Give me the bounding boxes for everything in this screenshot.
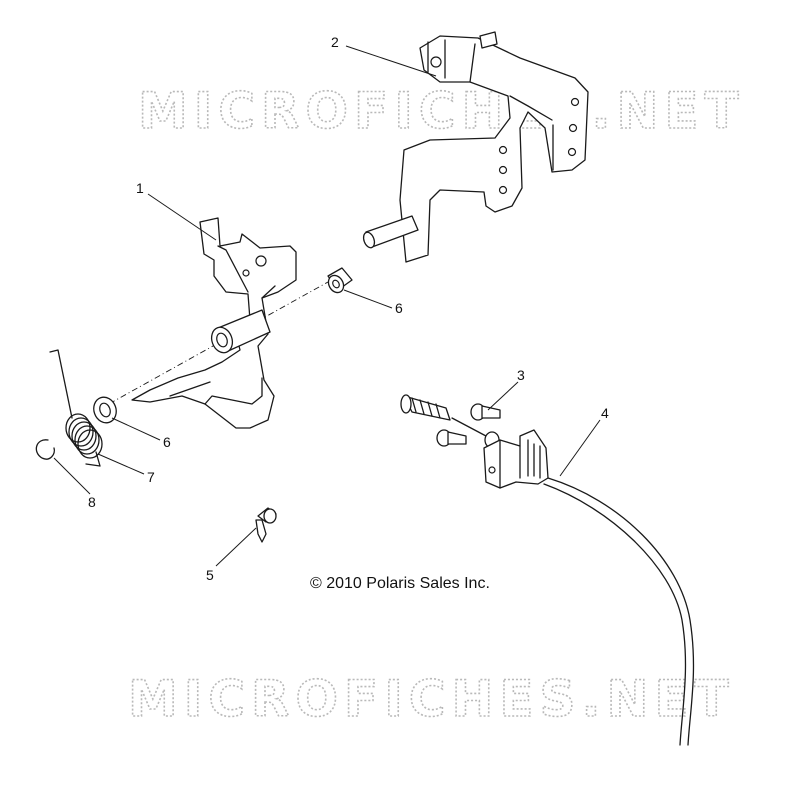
bushing-lower — [93, 396, 117, 424]
callout-5: 5 — [206, 567, 214, 583]
cable-assembly — [400, 394, 695, 746]
copyright-notice: © 2010 Polaris Sales Inc. — [310, 575, 490, 592]
watermark-top: MICROFICHES.NET — [138, 82, 745, 140]
leader-3 — [487, 381, 519, 411]
pedal-lever — [131, 217, 297, 429]
bushing-upper — [327, 267, 353, 294]
e-clip — [35, 439, 56, 460]
callout-6b: 6 — [163, 434, 171, 450]
leader-4 — [559, 419, 601, 477]
callout-4: 4 — [601, 405, 609, 421]
leader-6b — [111, 417, 161, 441]
callout-1: 1 — [136, 180, 144, 196]
torsion-spring — [49, 349, 103, 467]
mounting-bracket — [362, 31, 589, 263]
axis-line — [97, 281, 329, 411]
callout-6a: 6 — [395, 300, 403, 316]
callout-8: 8 — [88, 494, 96, 510]
leader-8 — [53, 457, 91, 495]
bolt-lower — [436, 429, 467, 447]
callout-2: 2 — [331, 34, 339, 50]
watermark-bottom: MICROFICHES.NET — [128, 670, 735, 728]
callout-3: 3 — [517, 367, 525, 383]
leader-7 — [97, 453, 145, 475]
pin — [255, 507, 277, 543]
callout-7: 7 — [147, 469, 155, 485]
leader-5 — [215, 527, 257, 567]
leader-2 — [345, 45, 437, 77]
leader-6a — [343, 289, 393, 309]
bolt-upper — [470, 403, 501, 421]
leader-1 — [147, 193, 217, 241]
